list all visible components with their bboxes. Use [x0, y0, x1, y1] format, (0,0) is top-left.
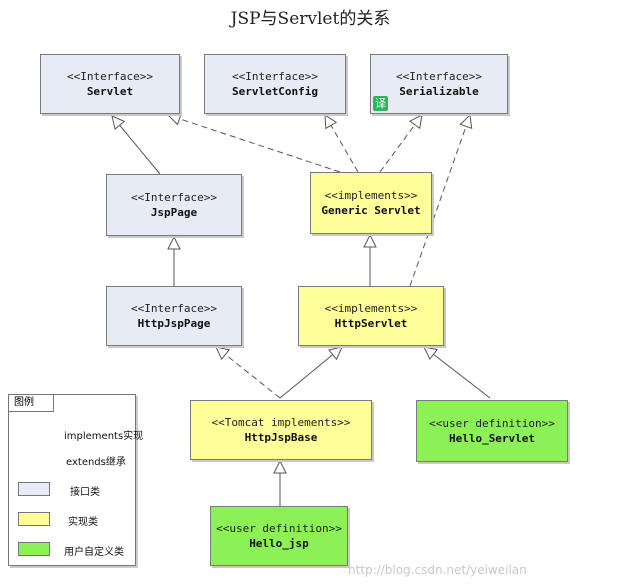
node-servlet: <<Interface>> Servlet	[40, 54, 180, 114]
legend-panel	[8, 394, 136, 566]
legend-title: 图例	[8, 394, 54, 412]
edge-genericservlet-implements-servlet	[168, 115, 341, 173]
node-servletconfig: <<Interface>> ServletConfig	[204, 54, 346, 114]
class-name: Hello_Servlet	[448, 432, 536, 445]
edge-httpjspbase-extends-httpservlet	[279, 347, 342, 399]
node-hellojsp: <<user definition>> Hello_jsp	[210, 506, 348, 566]
diagram-title: JSP与Servlet的关系	[230, 9, 391, 29]
class-name: HttpJspPage	[137, 317, 211, 330]
node-httpservlet: <<implements>> HttpServlet	[298, 286, 444, 346]
node-httpjspbase: <<Tomcat implements>> HttpJspBase	[190, 400, 372, 460]
class-name: Generic Servlet	[321, 204, 421, 217]
legend-implements-label: implements实现	[64, 431, 144, 442]
watermark-text: http://blog.csdn.net/yeiweilan	[348, 563, 527, 577]
stereotype: <<Interface>>	[231, 70, 319, 83]
edge-genericservlet-implements-servletconfig	[325, 115, 359, 173]
edge-httpjspbase-implements-httpjsppage	[216, 347, 281, 399]
class-name: Serializable	[399, 85, 479, 98]
node-jsppage: <<Interface>> JspPage	[106, 174, 242, 236]
legend-interface-swatch	[18, 482, 50, 496]
stereotype: <<user definition>>	[429, 417, 555, 430]
legend-userdefined-label: 用户自定义类	[64, 547, 124, 558]
edge-genericservlet-implements-serializable	[379, 115, 422, 173]
class-name: Hello_jsp	[249, 537, 309, 550]
translate-icon[interactable]: 译	[373, 96, 388, 111]
legend-extends-label: extends继承	[66, 457, 126, 468]
stereotype: <<implements>>	[324, 189, 418, 202]
stereotype: <<implements>>	[324, 302, 418, 315]
edge-helloservlet-extends-httpservlet	[424, 347, 491, 399]
stereotype: <<Interface>>	[66, 70, 154, 83]
class-name: HttpJspBase	[244, 431, 318, 444]
stereotype: <<Interface>>	[395, 70, 483, 83]
legend-implementation-swatch	[18, 512, 50, 526]
node-genericservlet: <<implements>> Generic Servlet	[310, 172, 432, 234]
legend-userdefined-swatch	[18, 542, 50, 556]
stereotype: <<Tomcat implements>>	[211, 416, 351, 429]
class-name: ServletConfig	[231, 85, 319, 98]
class-name: HttpServlet	[334, 317, 408, 330]
class-name: JspPage	[150, 206, 198, 219]
legend-implementation-label: 实现类	[68, 517, 98, 528]
class-name: Servlet	[86, 85, 134, 98]
edge-httpservlet-implements-serializable	[409, 115, 470, 287]
stereotype: <<user definition>>	[216, 522, 342, 535]
stereotype: <<Interface>>	[130, 191, 218, 204]
edge-jsppage-extends-servlet	[112, 116, 161, 175]
node-serializable: <<Interface>> Serializable 译	[370, 54, 508, 114]
legend-interface-label: 接口类	[70, 487, 100, 498]
node-httpjsppage: <<Interface>> HttpJspPage	[106, 286, 242, 346]
node-helloservlet: <<user definition>> Hello_Servlet	[416, 400, 568, 462]
stereotype: <<Interface>>	[130, 302, 218, 315]
